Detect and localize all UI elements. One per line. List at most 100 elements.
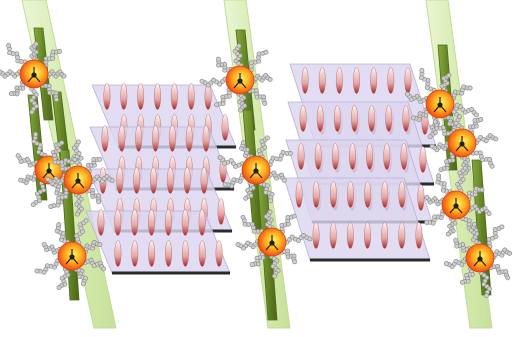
chain-bead	[244, 196, 248, 200]
needle-icon	[203, 126, 209, 152]
needle-icon	[381, 223, 387, 249]
chain-bead	[490, 164, 494, 168]
needle-icon	[165, 241, 171, 267]
chain-bead	[31, 203, 35, 207]
needle-icon	[418, 185, 424, 211]
needle-icon	[296, 182, 302, 208]
stacked-sheet-icon	[284, 178, 430, 260]
chain-bead	[293, 260, 297, 264]
needle-icon	[302, 68, 308, 94]
chain-bead	[484, 293, 488, 297]
chain-bead	[282, 178, 286, 182]
chain-bead	[281, 150, 285, 154]
chain-bead	[57, 285, 61, 289]
nanoparticle-layer	[0, 42, 512, 298]
needle-icon	[137, 84, 143, 110]
needle-icon	[347, 223, 353, 249]
needle-icon	[420, 147, 426, 173]
chain-bead	[30, 110, 34, 114]
needle-icon	[313, 223, 319, 249]
needle-icon	[184, 168, 190, 194]
needle-icon	[386, 106, 392, 132]
needle-icon	[199, 210, 205, 236]
chain-bead	[269, 199, 273, 203]
needle-icon	[115, 241, 121, 267]
needle-icon	[349, 144, 355, 170]
chain-bead	[241, 215, 245, 219]
needle-icon	[165, 210, 171, 236]
chain-bead	[444, 262, 448, 266]
chain-bead	[215, 103, 219, 107]
chain-bead	[454, 238, 458, 242]
chain-bead	[16, 154, 20, 158]
chain-bead	[46, 177, 50, 181]
needle-icon	[218, 199, 224, 225]
chain-bead	[419, 76, 423, 80]
needle-icon	[317, 106, 323, 132]
chain-bead	[200, 79, 204, 83]
needle-icon	[115, 210, 121, 236]
needle-icon	[347, 182, 353, 208]
needle-icon	[117, 168, 123, 194]
chain-bead	[257, 52, 261, 56]
chain-bead	[52, 153, 56, 157]
chain-bead	[75, 212, 79, 216]
chain-bead	[34, 132, 38, 136]
stacked-sheet-group	[284, 64, 436, 260]
chain-bead	[34, 42, 38, 46]
needle-icon	[399, 223, 405, 249]
chain-bead	[35, 269, 39, 273]
needle-icon	[403, 106, 409, 132]
needle-icon	[131, 210, 137, 236]
needle-icon	[384, 144, 390, 170]
chain-bead	[425, 195, 429, 199]
needle-icon	[382, 182, 388, 208]
needle-icon	[222, 115, 228, 141]
needle-icon	[188, 84, 194, 110]
chain-bead	[7, 44, 11, 48]
needle-icon	[334, 106, 340, 132]
needle-icon	[167, 168, 173, 194]
needle-icon	[135, 126, 141, 152]
needle-icon	[364, 182, 370, 208]
needle-icon	[133, 168, 139, 194]
needle-icon	[388, 68, 394, 94]
chain-bead	[480, 158, 484, 162]
needle-icon	[332, 144, 338, 170]
needle-icon	[186, 126, 192, 152]
needle-icon	[169, 126, 175, 152]
chain-bead	[420, 68, 424, 72]
chain-bead	[54, 97, 58, 101]
needle-icon	[300, 106, 306, 132]
needle-icon	[148, 241, 154, 267]
chain-bead	[288, 151, 292, 155]
chain-bead	[62, 74, 66, 78]
chain-bead	[268, 210, 272, 214]
chain-bead	[487, 211, 491, 215]
needle-icon	[154, 84, 160, 110]
needle-icon	[182, 210, 188, 236]
chain-bead	[428, 135, 432, 139]
needle-icon	[119, 126, 125, 152]
needle-icon	[399, 182, 405, 208]
needle-icon	[366, 144, 372, 170]
chain-bead	[308, 237, 312, 241]
chain-bead	[237, 44, 241, 48]
needle-icon	[416, 223, 422, 249]
chain-bead	[460, 280, 464, 284]
needle-icon	[171, 84, 177, 110]
needle-icon	[315, 144, 321, 170]
chain-bead	[0, 70, 2, 74]
needle-icon	[319, 68, 325, 94]
needle-icon	[152, 126, 158, 152]
chain-bead	[265, 136, 269, 140]
chain-bead	[455, 103, 459, 107]
needle-icon	[102, 126, 108, 152]
chain-bead	[500, 225, 504, 229]
chain-bead	[57, 223, 61, 227]
chain-bead	[97, 200, 101, 204]
needle-icon	[216, 241, 222, 267]
chain-bead	[223, 183, 227, 187]
